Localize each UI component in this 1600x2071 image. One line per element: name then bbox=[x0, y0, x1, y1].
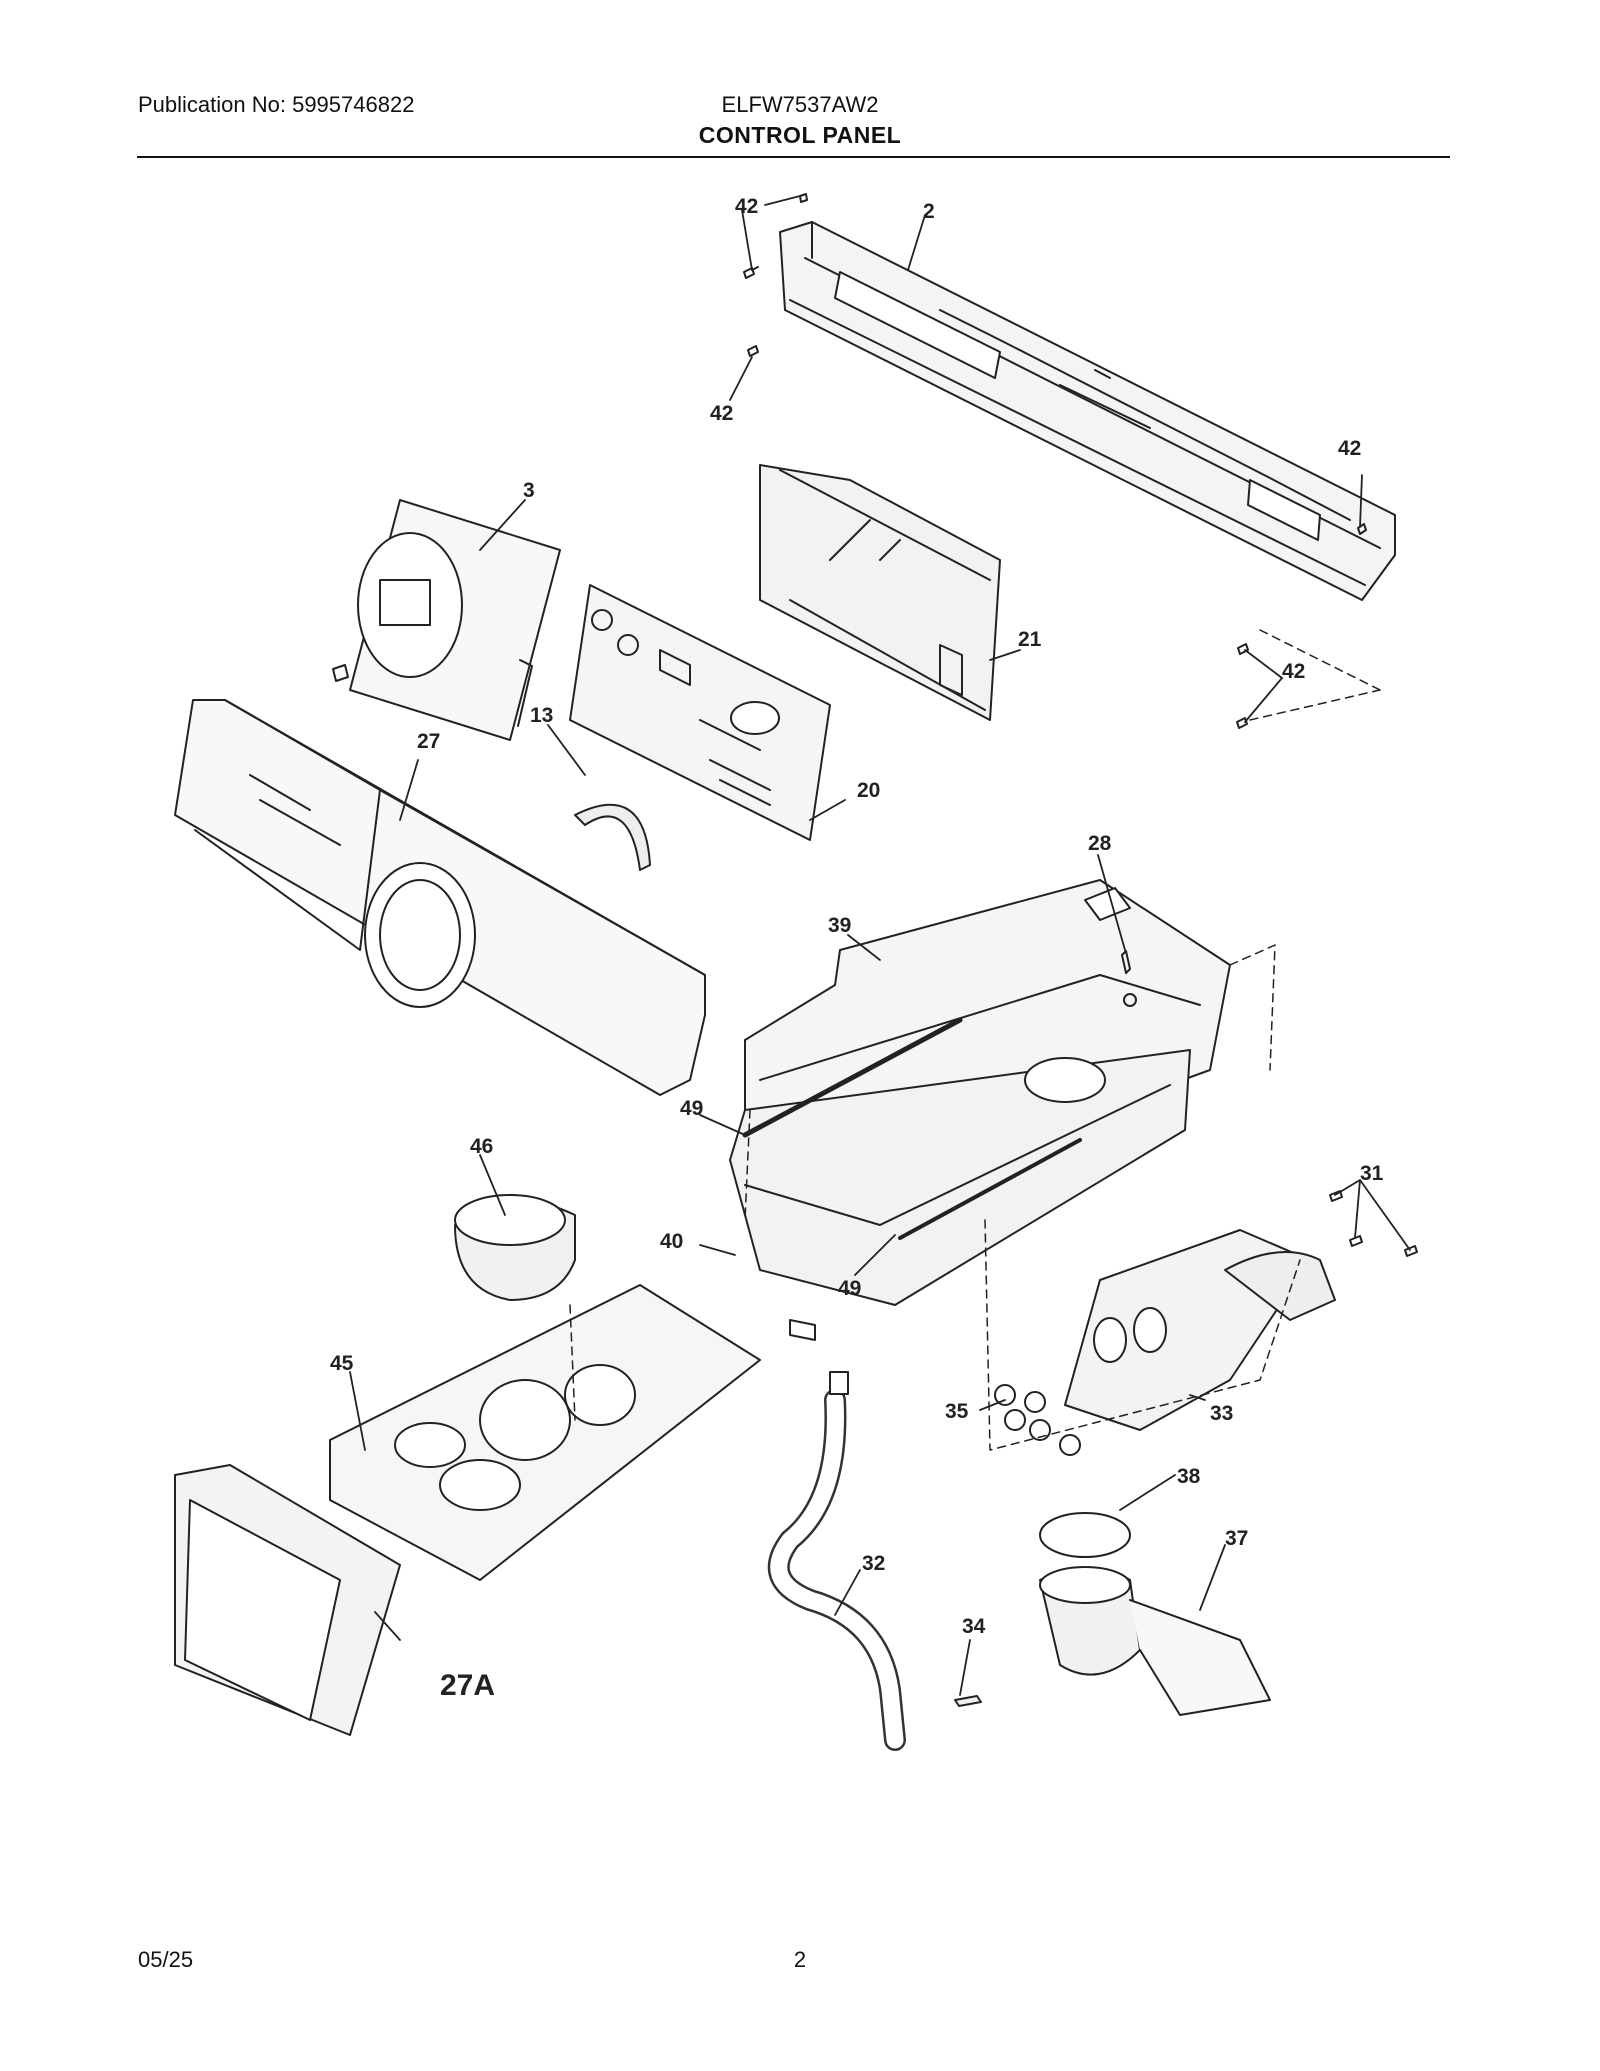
part-2-rear-frame bbox=[779, 221, 1396, 601]
part-46-cap bbox=[454, 1194, 576, 1301]
part-35-nozzles bbox=[994, 1384, 1081, 1456]
callout-34: 34 bbox=[962, 1615, 986, 1638]
callout-45: 45 bbox=[330, 1352, 354, 1375]
callout-27: 27 bbox=[417, 730, 440, 753]
callout-28: 28 bbox=[1088, 832, 1112, 855]
header-divider bbox=[137, 156, 1450, 158]
callout-42-right: 42 bbox=[1338, 437, 1361, 460]
part-27a-drawer-handle bbox=[174, 1464, 401, 1736]
callout-49-lower: 49 bbox=[838, 1277, 861, 1300]
part-20-main-board bbox=[569, 584, 831, 841]
part-40-dispenser-housing bbox=[729, 1049, 1191, 1341]
page-title: CONTROL PANEL bbox=[698, 122, 902, 148]
callout-46: 46 bbox=[470, 1135, 493, 1158]
callout-3: 3 bbox=[523, 479, 535, 502]
callout-31: 31 bbox=[1360, 1162, 1384, 1185]
callout-27a: 27A bbox=[440, 1669, 495, 1702]
part-28-screw bbox=[1121, 950, 1131, 974]
part-38-clamp bbox=[1039, 1512, 1131, 1558]
part-49-seal-upper bbox=[742, 1017, 963, 1138]
callout-labels: 42 2 42 42 42 3 21 13 27 20 28 39 49 46 … bbox=[330, 195, 1384, 1702]
part-21-board-housing bbox=[759, 464, 1001, 721]
publication-number: Publication No: 5995746822 bbox=[138, 92, 415, 117]
callout-42-lower-right: 42 bbox=[1282, 660, 1305, 683]
part-37-bellows bbox=[1039, 1566, 1271, 1716]
part-45-dispenser-drawer bbox=[329, 1284, 761, 1581]
callout-37: 37 bbox=[1225, 1527, 1248, 1550]
callout-2: 2 bbox=[923, 200, 935, 223]
part-42-screws bbox=[743, 193, 1367, 729]
part-33-water-valve bbox=[1064, 1229, 1336, 1431]
callout-13: 13 bbox=[530, 704, 553, 727]
callout-40: 40 bbox=[660, 1230, 683, 1253]
part-49-seal-lower bbox=[898, 1138, 1082, 1240]
revision-date: 05/25 bbox=[138, 1947, 194, 1972]
callout-39: 39 bbox=[828, 914, 851, 937]
callout-35: 35 bbox=[945, 1400, 969, 1423]
model-number: ELFW7537AW2 bbox=[721, 92, 879, 117]
callout-33: 33 bbox=[1210, 1402, 1233, 1425]
part-27-control-panel bbox=[174, 699, 706, 1096]
part-31-screws bbox=[1329, 1190, 1418, 1257]
callout-32: 32 bbox=[862, 1552, 885, 1575]
leader-lines bbox=[349, 195, 1411, 1696]
callout-49-upper: 49 bbox=[680, 1097, 703, 1120]
part-3-display-board bbox=[332, 499, 561, 741]
page-number: 2 bbox=[793, 1947, 807, 1972]
callout-20: 20 bbox=[857, 779, 880, 802]
callout-38: 38 bbox=[1177, 1465, 1201, 1488]
assembly-guide-lines bbox=[569, 629, 1381, 1451]
part-34-clip bbox=[954, 1695, 982, 1707]
callout-42-top: 42 bbox=[735, 195, 758, 218]
part-32-hose bbox=[767, 1371, 906, 1751]
part-13-light-pipe bbox=[574, 804, 651, 871]
callout-21: 21 bbox=[1018, 628, 1042, 651]
callout-42-left: 42 bbox=[710, 402, 733, 425]
